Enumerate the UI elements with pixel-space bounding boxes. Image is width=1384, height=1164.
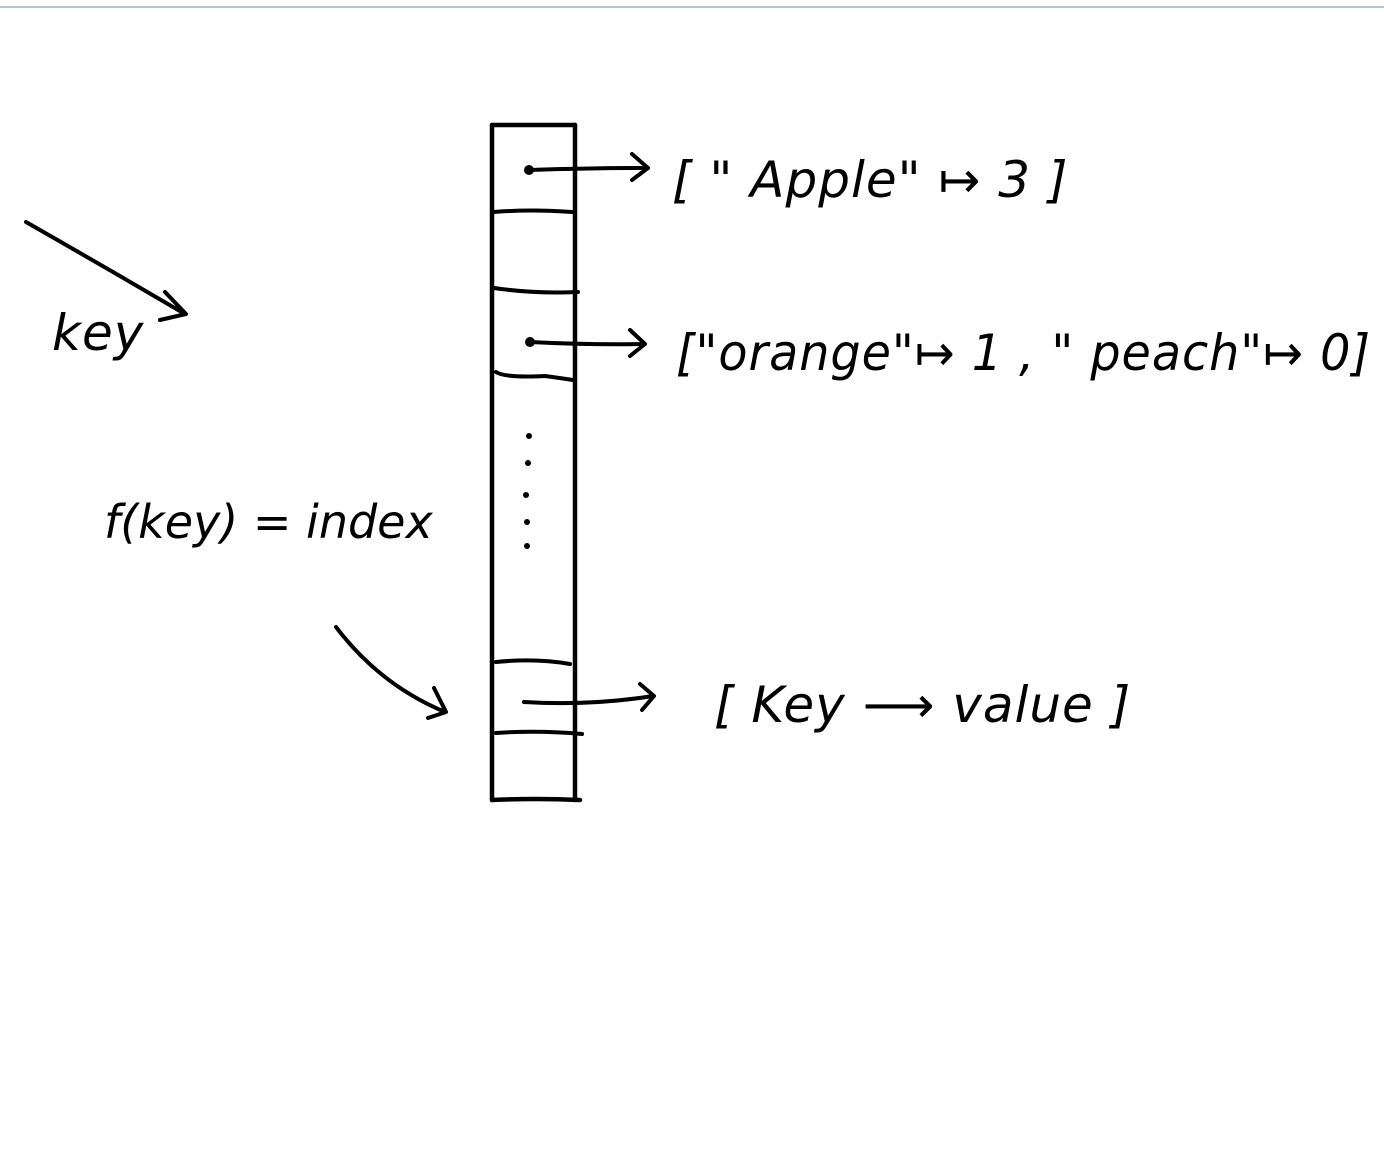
ellipsis-dot	[524, 543, 530, 549]
slot-divider	[494, 658, 572, 666]
ellipsis-dot	[524, 519, 530, 525]
ellipsis-dots	[523, 433, 532, 549]
array-bottom-edge	[489, 796, 583, 803]
ellipsis-dot	[525, 460, 531, 466]
array-column	[489, 122, 584, 803]
arrow-right-icon	[522, 682, 656, 712]
slot-divider	[492, 208, 574, 214]
slot-divider	[494, 729, 584, 736]
hash-function-label: f(key) = index	[104, 495, 433, 549]
ellipsis-dot	[526, 433, 532, 439]
index-arrow-icon	[334, 625, 448, 720]
key-label: key	[52, 304, 145, 362]
bucket-1-entry: [ " Apple" ↦ 3 ]	[672, 151, 1069, 209]
bucket-last-entry: [ Key ⟶ value ]	[714, 676, 1131, 734]
slot-1-pointer	[524, 152, 650, 182]
arrow-right-icon	[528, 328, 647, 358]
slot-divider	[494, 370, 575, 382]
slot-divider	[492, 286, 580, 295]
arrow-right-icon	[527, 152, 650, 182]
slot-2-pointer	[525, 328, 647, 358]
bucket-2-entry: ["orange"↦ 1 , " peach"↦ 0]	[676, 324, 1371, 382]
slot-last-pointer	[522, 682, 656, 712]
key-arrow-icon	[24, 220, 188, 322]
top-rule	[0, 6, 1384, 8]
ellipsis-dot	[523, 492, 529, 498]
